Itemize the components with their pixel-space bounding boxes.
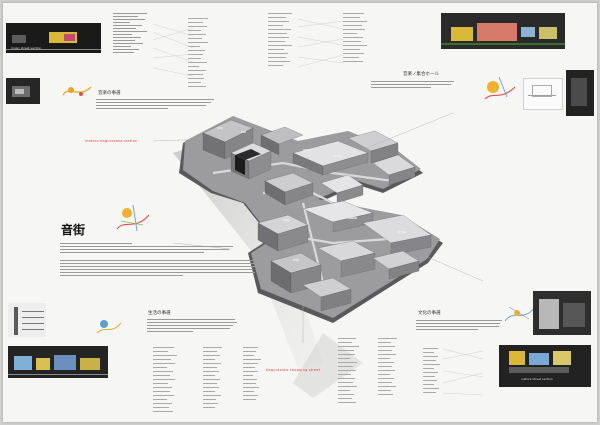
top-right-list — [343, 13, 373, 73]
music-section-caption: music street section — [11, 46, 42, 50]
music-sketch-icon — [62, 86, 92, 96]
music-text-block — [113, 13, 155, 83]
music-section-heading: 音楽の事選 — [98, 91, 121, 96]
culture-section-caption: culture street section — [521, 377, 553, 381]
hall-sketch-frame — [523, 78, 563, 110]
urban-model-axonometric — [172, 112, 484, 398]
music-section-photo — [6, 78, 40, 104]
life-sketch-icon — [96, 320, 122, 334]
title-sketch-icon — [116, 204, 150, 232]
culture-section-drawing — [499, 345, 591, 387]
music-connector-lines — [153, 23, 193, 77]
hall-connector-lines — [298, 18, 343, 68]
intro-text-block-2 — [60, 260, 265, 292]
street-list-column-2 — [378, 338, 402, 408]
hall-sketch-icon — [484, 76, 516, 100]
intro-text-block-1 — [60, 243, 240, 263]
culture-paragraph — [416, 320, 504, 340]
culture-sketch-icon — [504, 306, 536, 322]
life-section-elevation — [8, 346, 108, 378]
culture-connector-lines — [443, 348, 483, 396]
poster-board: music street section 音楽の事選 — [3, 3, 597, 422]
life-section-drawing — [8, 303, 46, 337]
street-list-column-3 — [423, 348, 445, 408]
culture-photo — [533, 291, 591, 335]
hall-photo — [566, 70, 594, 116]
music-section-drawing — [6, 23, 101, 53]
street-list-column-1 — [338, 338, 364, 408]
music-paragraph — [96, 99, 216, 119]
culture-section-heading: 文化の事選 — [418, 311, 441, 316]
hall-paragraph — [371, 81, 456, 97]
life-list-column-2 — [203, 347, 227, 417]
street-label: Kagurazaka shopping street — [266, 368, 321, 372]
life-section-heading: 生活の事選 — [148, 311, 171, 316]
hall-section-drawing — [441, 13, 565, 49]
hall-section-heading: 音楽ノ集合ホール — [403, 72, 439, 77]
life-list-column-3 — [243, 347, 265, 417]
poster-title: 音街 — [61, 223, 86, 237]
station-label: metoro Kagurazaka station — [85, 139, 138, 143]
life-paragraph — [147, 319, 239, 341]
top-center-list — [268, 13, 298, 73]
music-list-column — [188, 18, 210, 90]
life-list-column-1 — [153, 347, 183, 417]
